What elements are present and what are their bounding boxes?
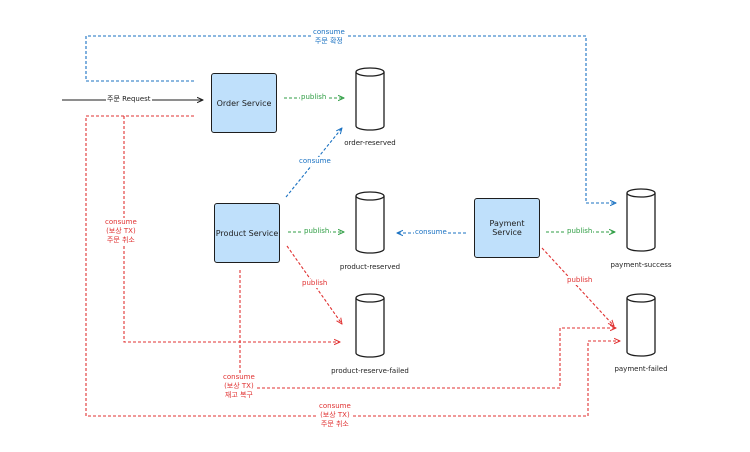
- order-service-box: Order Service: [211, 73, 277, 133]
- left-compensation-line-3: 주문 취소: [106, 236, 135, 244]
- bottom-compensation-arrow: [85, 115, 620, 417]
- topic-product-reserve-failed-cylinder: [355, 293, 385, 358]
- bottom-compensation-line-2: (보상 TX): [320, 411, 350, 419]
- left-compensation-line-1: consume: [105, 218, 137, 226]
- topic-order-reserved-label: order-reserved: [344, 139, 396, 147]
- confirm-consume-line-1: consume: [313, 28, 345, 36]
- publish-order-label: publish: [300, 93, 328, 102]
- publish-product-label: publish: [303, 227, 331, 236]
- topic-payment-success-label: payment-success: [610, 261, 672, 269]
- consume-confirm-arrow: [85, 35, 616, 203]
- topic-order-reserved-cylinder: [355, 67, 385, 131]
- publish-payment-failed-arrow: [541, 247, 614, 326]
- publish-payment-failed-label: publish: [566, 276, 594, 285]
- mid-compensation-label: consume (보상 TX) 재고 복구: [222, 373, 256, 400]
- consume-product-label: consume: [298, 157, 332, 166]
- bottom-compensation-label: consume (보상 TX) 주문 취소: [318, 402, 352, 429]
- mid-compensation-line-3: 재고 복구: [224, 391, 253, 399]
- payment-service-label: Payment Service: [489, 219, 525, 237]
- request-label: 주문 Request: [106, 95, 152, 104]
- left-compensation-label: consume (보상 TX) 주문 취소: [104, 218, 138, 245]
- topic-payment-success-cylinder: [626, 188, 656, 252]
- payment-service-box: Payment Service: [474, 198, 540, 258]
- topic-product-reserved-label: product-reserved: [339, 263, 401, 271]
- mid-compensation-line-1: consume: [223, 373, 255, 381]
- bottom-compensation-line-1: consume: [319, 402, 351, 410]
- topic-payment-failed-cylinder: [626, 293, 656, 357]
- product-service-box: Product Service: [214, 203, 280, 263]
- product-service-label: Product Service: [215, 228, 279, 238]
- publish-product-failed-label: publish: [301, 279, 329, 288]
- mid-compensation-line-2: (보상 TX): [224, 382, 254, 390]
- topic-product-reserve-failed-label: product-reserve-failed: [331, 367, 409, 375]
- topic-payment-failed-label: payment-failed: [614, 365, 668, 373]
- publish-payment-success-label: publish: [566, 227, 594, 236]
- left-compensation-line-2: (보상 TX): [106, 227, 136, 235]
- confirm-consume-label: consume 주문 확정: [312, 28, 346, 46]
- confirm-consume-line-2: 주문 확정: [314, 37, 343, 45]
- bottom-compensation-line-3: 주문 취소: [320, 420, 349, 428]
- mid-compensation-arrow: [239, 270, 616, 389]
- consume-payment-label: consume: [414, 228, 448, 237]
- order-service-label: Order Service: [216, 98, 272, 108]
- topic-product-reserved-cylinder: [355, 191, 385, 254]
